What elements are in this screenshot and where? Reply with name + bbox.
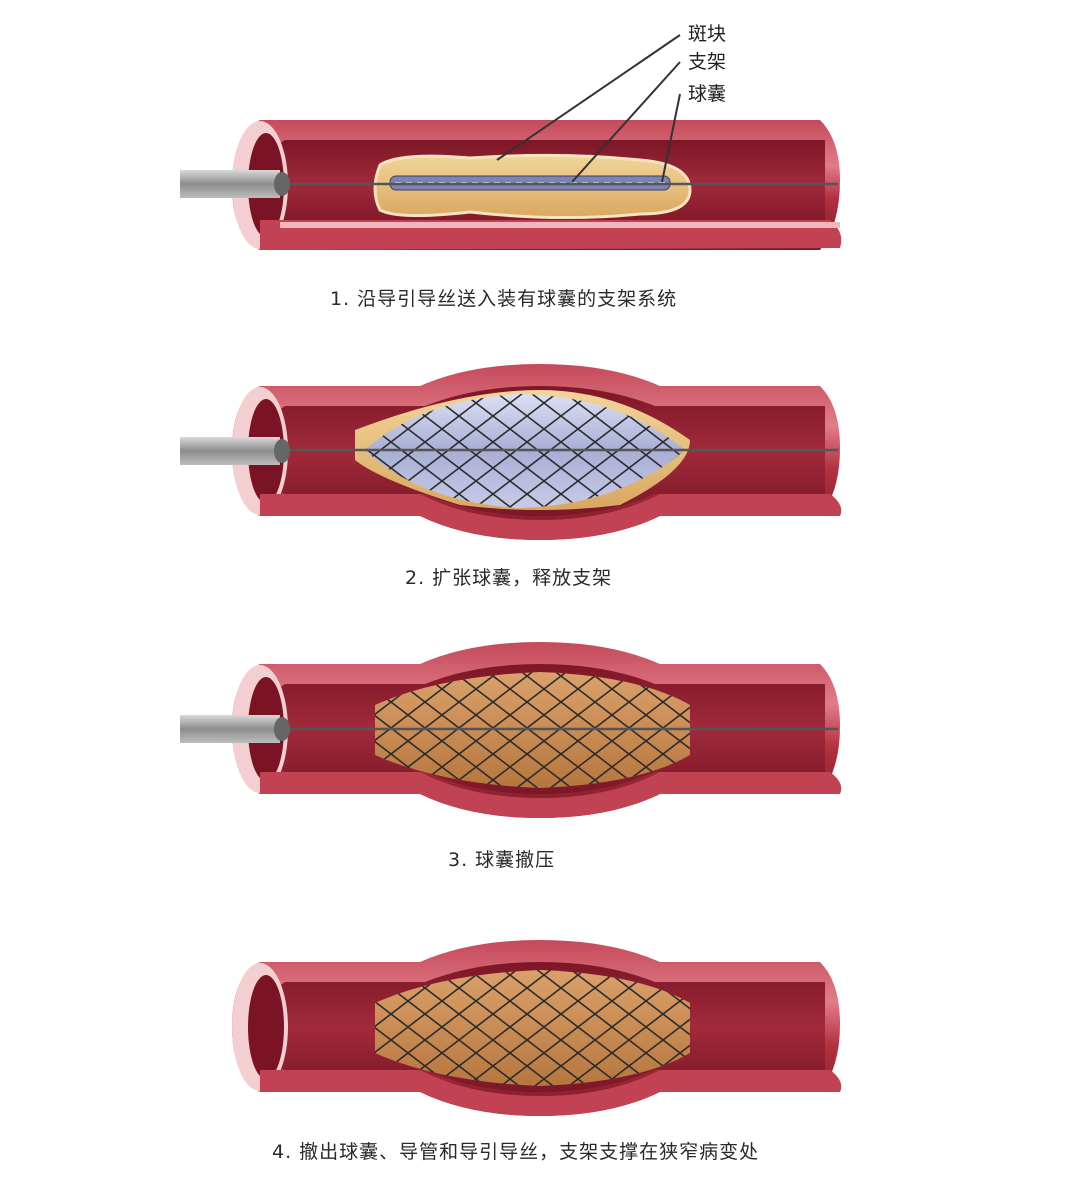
label-stent: 支架: [688, 51, 726, 73]
step-4-caption: 4. 撤出球囊、导管和导引导丝，支架支撑在狭窄病变处: [272, 1141, 759, 1163]
callout-plaque-line: [496, 34, 681, 161]
label-balloon: 球囊: [688, 83, 726, 105]
label-plaque: 斑块: [688, 23, 726, 45]
step-2-illustration: [180, 364, 842, 540]
catheter: [180, 715, 280, 743]
catheter: [180, 437, 280, 465]
step-1-illustration: [180, 34, 842, 250]
step-1-caption: 1. 沿导引导丝送入装有球囊的支架系统: [330, 288, 677, 310]
step-4-illustration: [232, 940, 842, 1116]
callout-balloon-line: [661, 93, 681, 183]
step-2-caption: 2. 扩张球囊，释放支架: [405, 567, 612, 589]
step-3-caption: 3. 球囊撤压: [448, 849, 555, 871]
catheter: [180, 170, 280, 198]
stent-mesh: [375, 970, 690, 1086]
step-3-illustration: [180, 642, 842, 818]
callout-stent-line: [571, 61, 681, 183]
